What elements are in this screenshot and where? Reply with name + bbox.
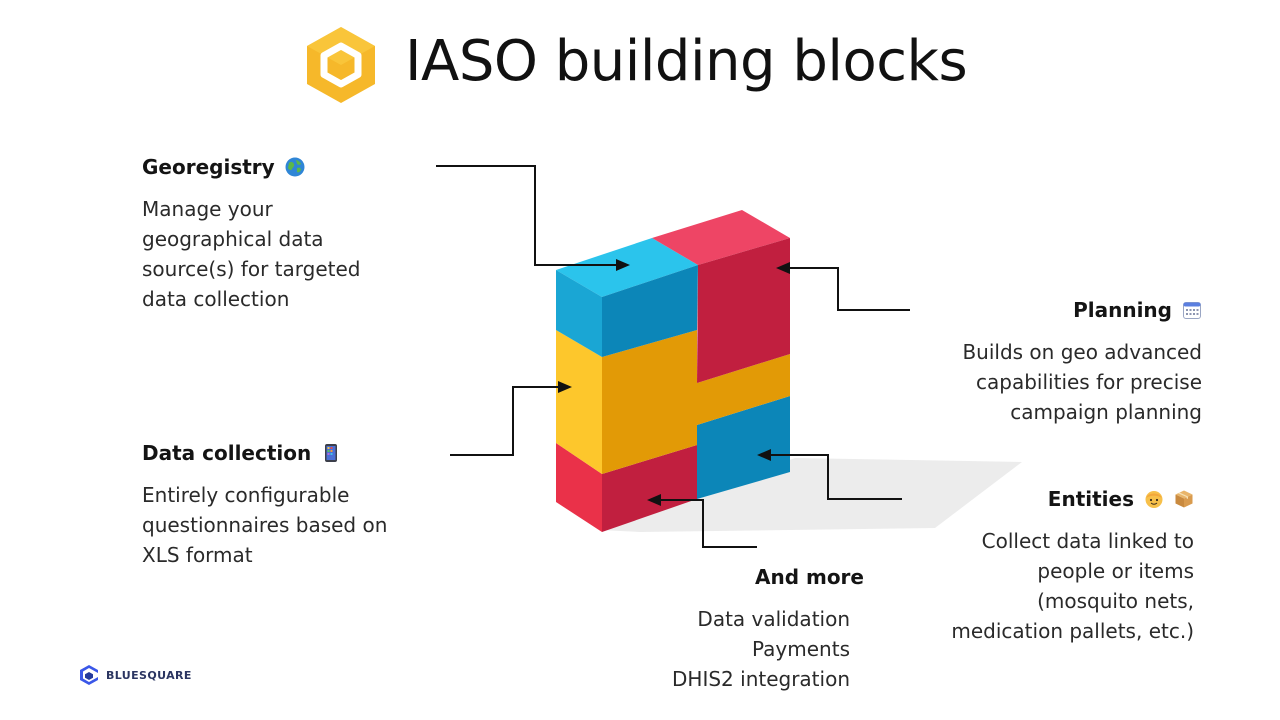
and-more-arrow [660, 499, 757, 548]
planning-desc-line: campaign planning [1010, 400, 1202, 424]
and-more-item: DHIS2 integration [672, 667, 850, 691]
brand-name: BLUESQUARE [106, 668, 192, 682]
planning-arrowhead [776, 262, 790, 274]
package-icon [1175, 490, 1193, 508]
data-collection-desc-line: questionnaires based on [142, 513, 388, 537]
data-collection-desc-line: Entirely configurable [142, 483, 350, 507]
and-more-block: And more [755, 564, 864, 590]
entities-arrow [770, 454, 902, 500]
bluesquare-brand: BLUESQUARE [78, 664, 192, 686]
yellow-front [602, 330, 790, 474]
georegistry-arrow [436, 165, 618, 266]
georegistry-arrowhead [616, 259, 630, 271]
planning-heading: Planning [1073, 298, 1172, 322]
entities-heading: Entities [1047, 487, 1134, 511]
entities-desc-line: medication pallets, etc.) [951, 619, 1194, 643]
georegistry-block: Georegistry Manage your geographical dat… [142, 154, 360, 314]
data-collection-desc-line: XLS format [142, 543, 253, 567]
and-more-item: Data validation [697, 607, 850, 631]
georegistry-desc-line: Manage your [142, 197, 273, 221]
page-title: IASO building blocks [405, 29, 968, 94]
georegistry-heading: Georegistry [142, 155, 275, 179]
planning-block: Planning Builds on geo advanced capabili… [962, 297, 1202, 427]
bottom-blue-front [697, 396, 790, 499]
person-icon [1145, 491, 1163, 508]
data-collection-heading: Data collection [142, 441, 312, 465]
calendar-icon [1183, 302, 1201, 319]
top-blue-side [556, 270, 602, 357]
entities-desc-line: people or items [1037, 559, 1194, 583]
top-red-front [697, 238, 790, 383]
entities-desc-line: Collect data linked to [981, 529, 1194, 553]
and-more-item: Payments [752, 637, 850, 661]
entities-desc-line: (mosquito nets, [1037, 589, 1194, 613]
planning-arrow [790, 267, 910, 311]
mobile-phone-icon [325, 444, 338, 462]
globe-icon [285, 157, 305, 177]
yellow-side [556, 330, 602, 474]
georegistry-desc-line: geographical data [142, 227, 324, 251]
top-blue-front [602, 265, 698, 357]
georegistry-desc-line: source(s) for targeted [142, 257, 361, 281]
planning-desc-line: capabilities for precise [976, 370, 1202, 394]
bottom-left-red-side [556, 443, 602, 532]
and-more-heading: And more [754, 565, 864, 589]
entities-arrowhead [757, 449, 771, 461]
bluesquare-logo-icon [80, 665, 98, 685]
data-collection-arrow [450, 386, 558, 456]
top-blue-top [556, 238, 698, 297]
entities-block: Entities Collect data linked to people o… [951, 486, 1194, 646]
data-collection-block: Data collection Entirely configurable qu… [142, 440, 387, 570]
georegistry-desc-line: data collection [142, 287, 290, 311]
planning-desc-line: Builds on geo advanced [962, 340, 1202, 364]
and-more-arrowhead [647, 494, 661, 506]
data-collection-arrowhead [558, 381, 572, 393]
iaso-hexagon-logo-icon [307, 27, 375, 103]
and-more-list: Data validation Payments DHIS2 integrati… [672, 604, 850, 694]
top-red-top [652, 210, 790, 265]
block-shadow [600, 458, 1022, 532]
